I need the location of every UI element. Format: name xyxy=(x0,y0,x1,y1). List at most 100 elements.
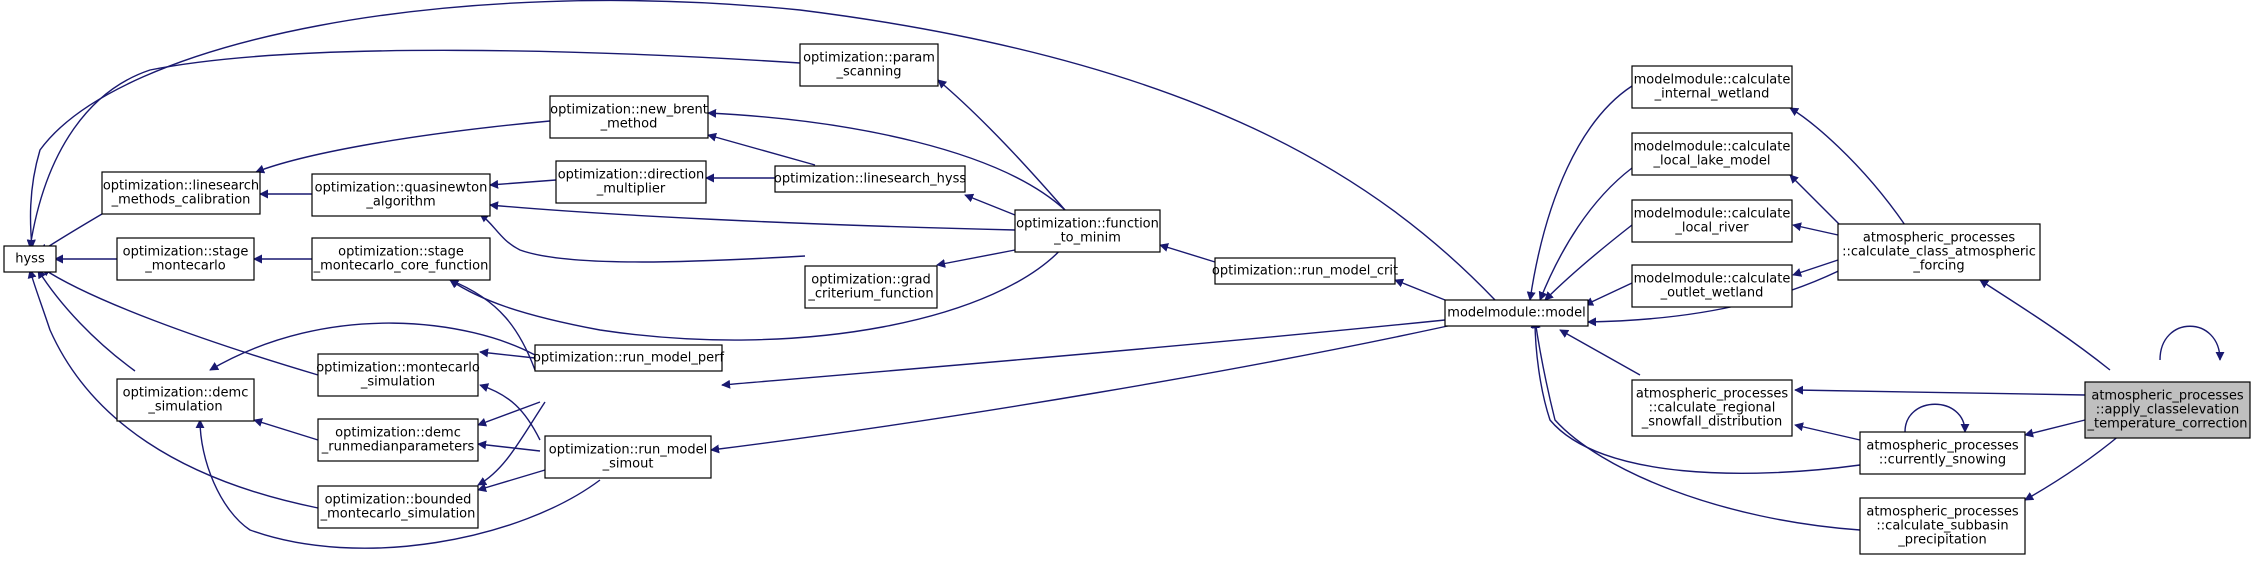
node-bounded-mc[interactable]: optimization::bounded_montecarlo_simulat… xyxy=(317,485,479,529)
node-calc-class-atm[interactable]: atmospheric_processes::calculate_class_a… xyxy=(1837,223,2041,281)
node-box xyxy=(1859,497,2026,555)
node-run-model-simout[interactable]: optimization::run_model_simout xyxy=(544,435,712,479)
nodes: hyss optimization::linesearch_methods_ca… xyxy=(3,43,2251,555)
node-box xyxy=(544,435,712,479)
node-label-line: _precipitation xyxy=(1897,533,1986,548)
node-calc-local-river[interactable]: modelmodule::calculate_local_river xyxy=(1631,199,1793,243)
node-label-line: atmospheric_processes xyxy=(1866,505,2019,520)
node-calc-outlet-wetland[interactable]: modelmodule::calculate_outlet_wetland xyxy=(1631,264,1793,308)
node-calc-subbasin-precip[interactable]: atmospheric_processes::calculate_subbasi… xyxy=(1859,497,2026,555)
node-stage-mc-core[interactable]: optimization::stage_montecarlo_core_func… xyxy=(311,237,491,281)
node-label-line: optimization::demc xyxy=(123,386,249,401)
node-label-line: modelmodule::model xyxy=(1447,306,1585,321)
edge-self-loop-apply xyxy=(2159,325,2225,361)
node-label-line: modelmodule::calculate xyxy=(1634,207,1791,222)
edge-currently-snowing-to-model xyxy=(1530,319,1861,475)
node-calc-regional-snowfall[interactable]: atmospheric_processes::calculate_regiona… xyxy=(1631,379,1793,437)
edge-demc-to-hyss xyxy=(37,269,136,372)
edge-mc-sim-to-hyss xyxy=(41,267,319,376)
node-box xyxy=(317,353,479,397)
node-label-line: optimization::stage xyxy=(123,245,249,260)
node-label-line: modelmodule::calculate xyxy=(1634,140,1791,155)
node-model[interactable]: modelmodule::model xyxy=(1444,299,1589,327)
node-label-line: ::calculate_regional xyxy=(1649,401,1776,416)
node-box xyxy=(116,237,255,281)
node-label-line: optimization::run_model_crit xyxy=(1212,264,1398,279)
node-label-line: optimization::direction xyxy=(558,168,705,183)
node-label-line: optimization::stage xyxy=(338,245,464,260)
node-apply-classelevation[interactable]: atmospheric_processes::apply_classelevat… xyxy=(2084,381,2251,439)
edge-grad-crit-to-quasinewton xyxy=(479,213,806,263)
edge-ls-hyss-to-new-brent xyxy=(707,132,816,166)
node-label-line: ::apply_classelevation xyxy=(2096,403,2239,418)
node-ls-hyss[interactable]: optimization::linesearch_hyss xyxy=(774,165,966,193)
node-box xyxy=(116,378,255,422)
node-label-line: atmospheric_processes xyxy=(1866,439,2019,454)
node-label-line: _method xyxy=(600,117,658,132)
node-quasinewton[interactable]: optimization::quasinewton_algorithm xyxy=(311,173,491,217)
edge-run-model-crit-to-func-to-minim xyxy=(1159,243,1216,263)
edge-run-model-simout-to-demc-runmedian xyxy=(477,440,541,452)
edge-outlet-wetland-to-model xyxy=(1584,282,1633,306)
edge-func-to-minim-to-quasinewton xyxy=(489,201,1016,231)
node-box xyxy=(774,165,966,193)
node-box xyxy=(549,95,709,139)
node-currently-snowing[interactable]: atmospheric_processes::currently_snowing xyxy=(1859,431,2026,475)
edge-class-atm-to-local-river xyxy=(1792,222,1839,236)
node-label-line: optimization::demc xyxy=(335,426,461,441)
node-mc-sim[interactable]: optimization::montecarlo_simulation xyxy=(316,353,480,397)
node-stage-mc[interactable]: optimization::stage_montecarlo xyxy=(116,237,255,281)
edge-func-to-minim-to-new-brent xyxy=(707,108,1066,211)
node-label-line: _local_river xyxy=(1674,221,1749,236)
node-ls-calib[interactable]: optimization::linesearch_methods_calibra… xyxy=(101,171,261,215)
node-direction-mult[interactable]: optimization::direction_multiplier xyxy=(555,160,707,204)
node-label-line: optimization::run_model xyxy=(549,443,707,458)
node-label-line: optimization::param xyxy=(803,51,935,66)
node-box xyxy=(311,237,491,281)
edge-internal-wetland-to-model xyxy=(1526,85,1633,301)
node-box xyxy=(804,265,938,309)
node-label-line: _forcing xyxy=(1912,259,1964,274)
edges xyxy=(26,0,2225,549)
edge-bounded-mc-to-hyss xyxy=(27,269,319,509)
node-label-line: _montecarlo xyxy=(144,259,226,274)
edge-apply-to-regional-snowfall xyxy=(1794,385,2086,396)
edge-run-model-simout-to-demc xyxy=(195,419,601,549)
node-label-line: modelmodule::calculate xyxy=(1634,73,1791,88)
edge-regional-snowfall-to-model xyxy=(1559,329,1641,376)
node-grad-crit[interactable]: optimization::grad_criterium_function xyxy=(804,265,938,309)
node-demc[interactable]: optimization::demc_simulation xyxy=(116,378,255,422)
node-run-model-crit[interactable]: optimization::run_model_crit xyxy=(1212,257,1398,285)
node-label-line: atmospheric_processes xyxy=(1636,387,1789,402)
edge-run-model-simout-to-bounded-mc xyxy=(477,469,546,492)
node-label-line: _runmedianparameters xyxy=(321,440,475,455)
node-label-line: _internal_wetland xyxy=(1654,87,1770,102)
node-demc-runmedian[interactable]: optimization::demc_runmedianparameters xyxy=(317,418,479,462)
node-box xyxy=(317,485,479,529)
node-param-scanning[interactable]: optimization::param_scanning xyxy=(799,43,939,87)
node-calc-internal-wetland[interactable]: modelmodule::calculate_internal_wetland xyxy=(1631,65,1793,109)
node-label-line: _methods_calibration xyxy=(111,193,251,208)
node-label-line: optimization::function xyxy=(1016,217,1159,232)
edge-run-model-perf-to-bounded-mc xyxy=(477,401,546,486)
edge-local-river-to-model xyxy=(1544,224,1633,301)
node-box xyxy=(534,344,723,372)
edge-run-model-simout-to-mc-sim xyxy=(479,383,541,441)
edge-apply-to-subbasin-precip xyxy=(2024,434,2121,501)
node-label-line: ::calculate_subbasin xyxy=(1876,519,2008,534)
node-box xyxy=(311,173,491,217)
node-calc-local-lake[interactable]: modelmodule::calculate_local_lake_model xyxy=(1631,132,1793,176)
node-label-line: _simulation xyxy=(147,400,222,415)
node-hyss[interactable]: hyss xyxy=(3,245,57,273)
node-func-to-minim[interactable]: optimization::function_to_minim xyxy=(1014,209,1161,253)
edge-run-model-perf-to-demc xyxy=(209,322,536,371)
edge-subbasin-precip-to-model xyxy=(1531,319,1861,531)
node-label-line: _multiplier xyxy=(596,182,666,197)
node-run-model-perf[interactable]: optimization::run_model_perf xyxy=(533,344,725,372)
node-new-brent[interactable]: optimization::new_brent_method xyxy=(549,95,709,139)
edge-class-atm-to-internal-wetland xyxy=(1789,107,1906,226)
node-box xyxy=(1444,299,1589,327)
edge-model-to-run-model-simout xyxy=(710,319,1476,454)
node-label-line: optimization::grad xyxy=(811,273,930,288)
node-box xyxy=(3,245,57,273)
